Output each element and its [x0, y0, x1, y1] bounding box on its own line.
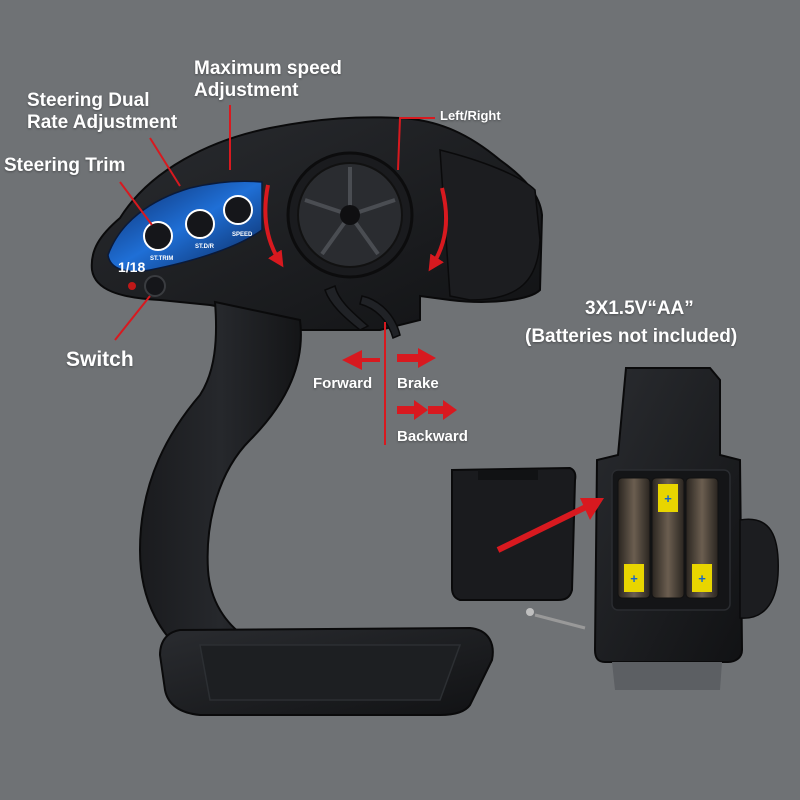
control-panel: [107, 180, 263, 273]
brake-label: Brake: [397, 375, 439, 392]
screw-icon: [526, 608, 586, 630]
steering-trim-knob[interactable]: [143, 221, 173, 251]
max-speed-label: Maximum speed Adjustment: [194, 58, 342, 102]
max-speed-label-line2: Adjustment: [194, 79, 299, 101]
dual-rate-knob[interactable]: [185, 209, 215, 239]
steering-wheel-icon[interactable]: [286, 151, 414, 279]
battery-insert-arrow: [496, 498, 604, 553]
battery-icon: + + +: [617, 477, 719, 599]
knob-label-trim: ST.TRIM: [150, 256, 173, 262]
svg-text:+: +: [630, 571, 638, 586]
svg-text:+: +: [698, 571, 706, 586]
scale-label: 1/18: [118, 259, 145, 275]
knob-label-dr: ST.D/R: [195, 244, 215, 250]
speed-knob[interactable]: [223, 195, 253, 225]
battery-spec-label: 3X1.5V“AA”: [585, 298, 694, 319]
steering-trim-label: Steering Trim: [4, 155, 126, 176]
battery-cover-icon: [451, 466, 577, 601]
direction-arrows: [342, 348, 457, 420]
knob-label-speed: SPEED: [232, 232, 253, 238]
battery-note-label: (Batteries not included): [525, 326, 738, 347]
dual-rate-label: Steering Dual Rate Adjustment: [27, 90, 177, 134]
forward-label: Forward: [313, 375, 373, 392]
power-switch-icon[interactable]: [128, 275, 166, 297]
rotation-arrows: [263, 184, 449, 272]
backward-label: Backward: [397, 428, 468, 445]
switch-label: Switch: [66, 348, 134, 371]
max-speed-label-line1: Maximum speed: [194, 58, 342, 79]
dual-rate-label-line2: Rate Adjustment: [27, 111, 178, 133]
dual-rate-label-line1: Steering Dual: [27, 90, 150, 111]
trigger-icon[interactable]: [324, 284, 401, 340]
svg-text:+: +: [664, 491, 672, 506]
annotation-lines: [114, 105, 435, 445]
transmitter-body: 1/18 ST.TRIM ST.D/R SPEED: [90, 116, 544, 716]
left-right-label: Left/Right: [440, 108, 501, 123]
